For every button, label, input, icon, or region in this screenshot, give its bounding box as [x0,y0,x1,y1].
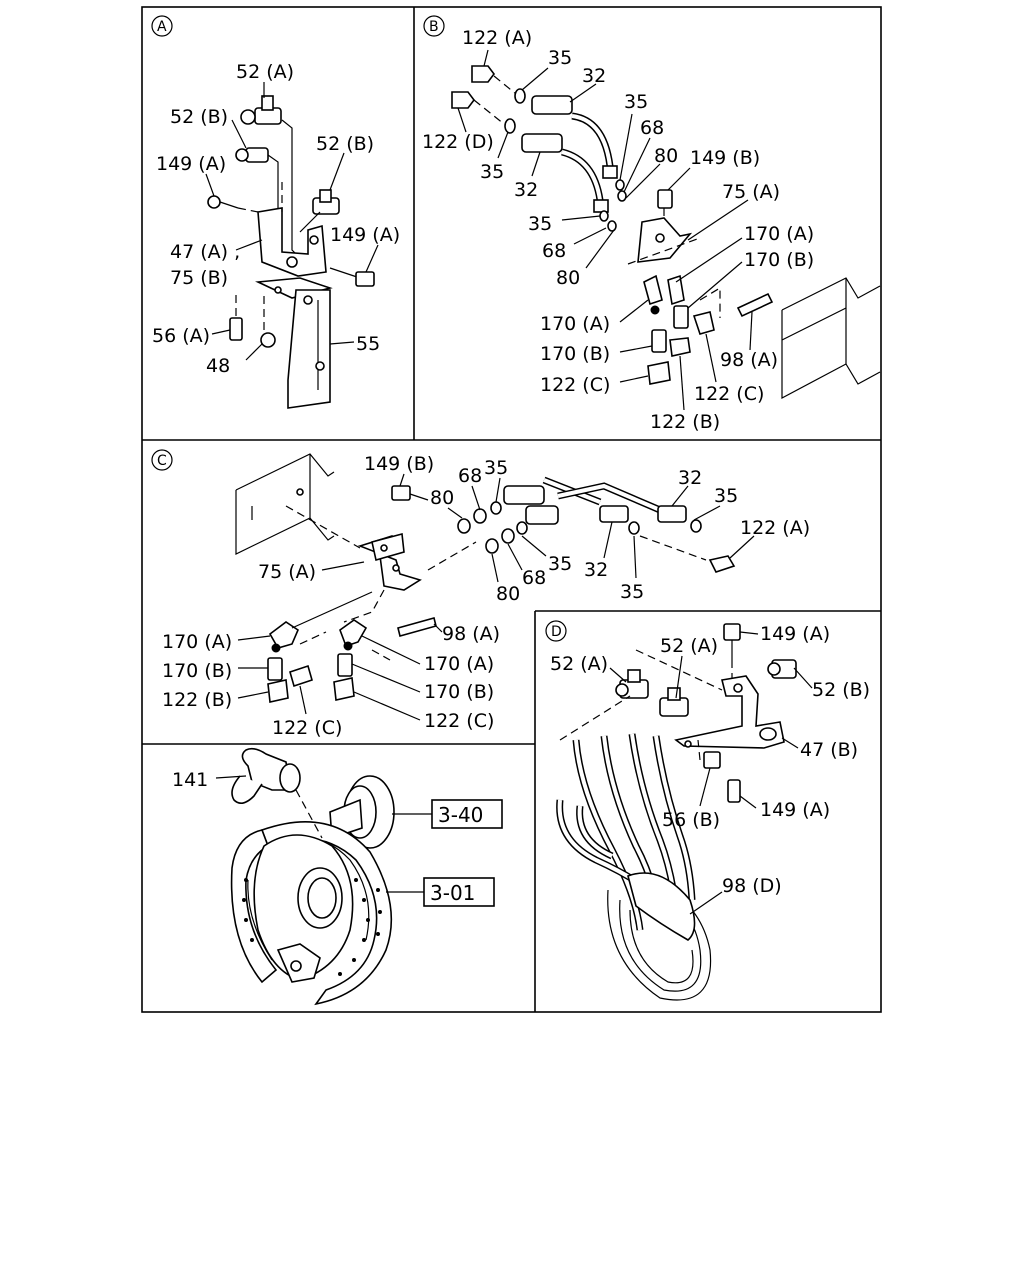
label-149b: 149 (B) [690,147,760,169]
panel-d-letter: D [551,624,562,640]
label-52a: 52 (A) [236,61,294,83]
label-c-35-top: 35 [484,457,508,479]
label-c-98a: 98 (A) [442,623,500,645]
label-c-75a: 75 (A) [258,561,316,583]
ref-3-40-text: 3-40 [438,803,483,827]
panel-c-leaders [237,473,755,721]
label-149a-left: 149 (A) [156,153,226,175]
label-c-32-top: 32 [678,467,702,489]
label-170b-right: 170 (B) [744,249,814,271]
label-52b-right: 52 (B) [316,133,374,155]
ref-3-01-text: 3-01 [430,881,475,905]
label-c-32-bottom: 32 [584,559,608,581]
label-d-56b: 56 (B) [662,809,720,831]
label-47a: 47 (A) , [170,241,240,263]
label-c-170b-right: 170 (B) [424,681,494,703]
panel-d: D [545,620,870,1001]
label-c-68-bottom: 68 [522,567,546,589]
label-35-d: 35 [528,213,552,235]
label-c-170b-left: 170 (B) [162,660,232,682]
label-141: 141 [172,769,208,791]
ref-box-3-01[interactable]: 3-01 [423,877,495,907]
label-c-80-bottom: 80 [496,583,520,605]
label-56a: 56 (A) [152,325,210,347]
label-122c-right: 122 (C) [694,383,764,405]
label-80-a: 80 [654,145,678,167]
harness-98d [556,733,712,1001]
panel-a: A [151,15,400,409]
panel-b: B [422,15,881,433]
label-122a: 122 (A) [462,27,532,49]
panel-c-letter: C [157,453,167,469]
label-c-122a: 122 (A) [740,517,810,539]
label-68-a: 68 [640,117,664,139]
label-c-122c-left: 122 (C) [272,717,342,739]
brake-leaders [215,775,432,893]
ref-box-3-40[interactable]: 3-40 [431,799,503,829]
label-122d: 122 (D) [422,131,494,153]
label-c-68-top: 68 [458,465,482,487]
label-c-170a-left: 170 (A) [162,631,232,653]
label-c-35-bottom: 35 [620,581,644,603]
label-c-149b: 149 (B) [364,453,434,475]
lining-rivets [242,878,382,976]
panel-b-drawing [451,65,881,399]
label-170a-right: 170 (A) [744,223,814,245]
label-149a-right: 149 (A) [330,224,400,246]
diagram-frames [141,6,882,1013]
label-48: 48 [206,355,230,377]
label-75b: 75 (B) [170,267,228,289]
label-d-149a-bottom: 149 (A) [760,799,830,821]
label-c-35-mid: 35 [548,553,572,575]
label-35-c: 35 [624,91,648,113]
label-d-52a-mid: 52 (A) [660,635,718,657]
label-80-b: 80 [556,267,580,289]
panel-a-leaders [205,82,379,361]
label-c-35-right: 35 [714,485,738,507]
label-52b-upper: 52 (B) [170,106,228,128]
panel-b-leaders [457,49,753,411]
label-98a: 98 (A) [720,349,778,371]
brake-drawing [230,747,395,1006]
panel-c: C [151,449,810,739]
panel-c-drawing [235,453,736,703]
label-35-b: 35 [480,161,504,183]
panel-a-drawing [207,95,375,409]
panel-brake: 141 3-40 3-01 [172,747,503,1006]
label-c-80-top: 80 [430,487,454,509]
panel-b-letter: B [429,19,439,35]
panel-d-drawing [556,623,797,1001]
label-68-b: 68 [542,240,566,262]
label-32-lower: 32 [514,179,538,201]
label-32-upper: 32 [582,65,606,87]
panel-a-letter: A [157,19,167,35]
label-c-122c-right: 122 (C) [424,710,494,732]
label-d-149a-top: 149 (A) [760,623,830,645]
label-122b: 122 (B) [650,411,720,433]
label-35-a: 35 [548,47,572,69]
label-55: 55 [356,333,380,355]
panel-d-leaders [609,631,813,915]
label-c-170a-right: 170 (A) [424,653,494,675]
label-d-98d: 98 (D) [722,875,782,897]
label-75a: 75 (A) [722,181,780,203]
label-d-52b: 52 (B) [812,679,870,701]
label-d-47b: 47 (B) [800,739,858,761]
label-122c-left: 122 (C) [540,374,610,396]
label-170b-left: 170 (B) [540,343,610,365]
label-170a-left: 170 (A) [540,313,610,335]
label-c-122b: 122 (B) [162,689,232,711]
label-d-52a-left: 52 (A) [550,653,608,675]
